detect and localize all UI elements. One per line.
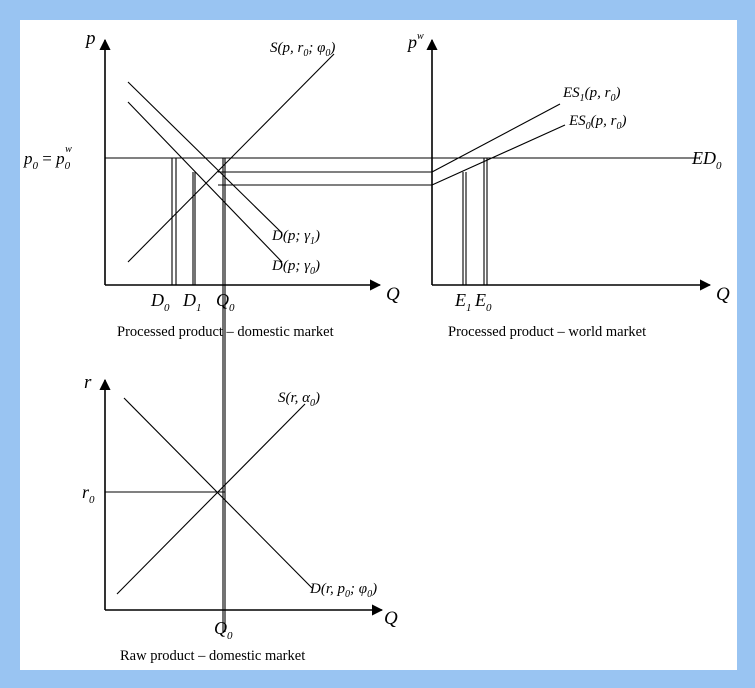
tick-e1: E1 (454, 290, 472, 314)
world-market-caption: Processed product – world market (448, 324, 646, 340)
tick-d1: D1 (182, 290, 202, 314)
raw-demand-label: D(r, p0; φ0) (309, 581, 377, 600)
market-diagram: p Q S(p, r0; φ0) D(p; γ1) D(p; γ0) p0 = … (23, 28, 730, 664)
domestic-x-axis-label: Q (386, 284, 400, 305)
price-equality-label: p0 = p0w (23, 144, 72, 172)
domestic-market-panel: p Q S(p, r0; φ0) D(p; γ1) D(p; γ0) p0 = … (23, 28, 700, 632)
tick-d0: D0 (150, 290, 170, 314)
raw-supply-curve (116, 403, 306, 595)
raw-demand-curve (123, 397, 313, 589)
world-market-panel: pw Q ES1(p, r0) ES0(p, r0) ED0 E1 E0 Pro… (406, 31, 730, 340)
raw-tick-q0: Q0 (214, 618, 233, 642)
world-y-axis-label: pw (406, 31, 424, 52)
raw-y-axis-label: r (84, 372, 92, 393)
world-ed0-label: ED0 (691, 148, 722, 172)
world-x-axis-label: Q (716, 284, 730, 305)
raw-supply-label: S(r, α0) (278, 390, 320, 409)
world-es1-label: ES1(p, r0) (562, 85, 621, 104)
raw-x-axis-label: Q (384, 608, 398, 629)
domestic-market-caption: Processed product – domestic market (117, 324, 334, 340)
tick-e0: E0 (474, 290, 492, 314)
world-es0-label: ES0(p, r0) (568, 113, 627, 132)
world-es1-curve (431, 103, 561, 173)
domestic-demand-curve-0 (127, 101, 283, 263)
raw-market-caption: Raw product – domestic market (120, 648, 305, 664)
domestic-supply-label: S(p, r0; φ0) (270, 40, 335, 59)
figure-panel: p Q S(p, r0; φ0) D(p; γ1) D(p; γ0) p0 = … (20, 20, 737, 670)
domestic-y-axis-label: p (84, 28, 96, 49)
raw-price-label: r0 (82, 482, 95, 506)
raw-market-panel: r Q r0 S(r, α0) D(r, p0; φ0) Q0 Raw prod… (82, 372, 398, 664)
domestic-demand-1-label: D(p; γ1) (271, 228, 320, 247)
world-es0-curve (431, 124, 566, 186)
tick-q0: Q0 (216, 290, 235, 314)
domestic-demand-0-label: D(p; γ0) (271, 258, 320, 277)
